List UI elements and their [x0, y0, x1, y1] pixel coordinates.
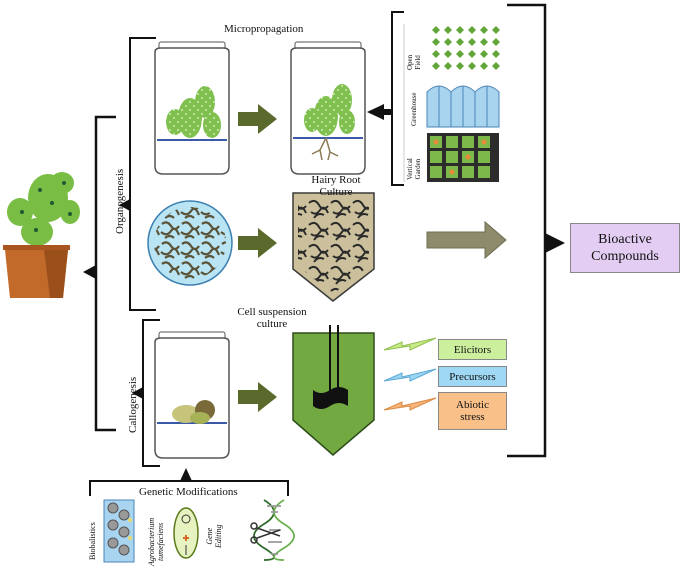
biobalistics-label: Biobalistics — [88, 522, 97, 560]
arrow-to-cultivation — [367, 104, 392, 120]
cultivation-bracket — [391, 11, 404, 186]
arrow-hairy-root — [238, 228, 277, 258]
callogenesis-tip — [132, 387, 143, 399]
callogenesis-label: Callogenesis — [127, 376, 139, 433]
open-field-label: Open Field — [406, 55, 422, 70]
output-bracket-tip — [545, 233, 565, 253]
output-bracket — [507, 3, 547, 458]
greenhouse-label: Greenhouse — [410, 92, 418, 126]
scissors-icon — [250, 522, 281, 544]
treatment-box-elicitors: Elicitors — [438, 339, 507, 360]
micropropagation-label: Micropropagation — [224, 23, 304, 35]
vertical-garden-label-line2: Garden — [414, 158, 422, 180]
jar-icon — [154, 41, 230, 175]
dna-icon — [253, 499, 295, 561]
open-field-label-line2: Field — [414, 55, 422, 70]
jar-icon — [290, 41, 366, 175]
hairy-root-label: Hairy Root Culture — [281, 174, 391, 198]
hairy-root-label-line1: Hairy Root — [311, 174, 361, 186]
main-bracket — [94, 115, 116, 432]
agrobacterium-label-line1: Agrobacterium — [147, 517, 156, 566]
gene-gun-icon — [103, 499, 135, 563]
open-field-label-line1: Open — [406, 54, 414, 70]
cell-suspension-label-line1: Cell suspension — [237, 306, 307, 318]
greenhouse-icon — [426, 85, 500, 128]
vertical-garden-label-line1: Vertical — [406, 158, 414, 180]
organogenesis-tip — [119, 199, 130, 211]
organogenesis-bracket — [129, 37, 156, 311]
treatment-label-abiotic-stress: Abiotic stress — [456, 399, 489, 423]
treatment-label-precursors: Precursors — [449, 370, 496, 383]
genetic-tip — [180, 468, 192, 481]
vertical-garden-label: Vertical Garden — [406, 158, 422, 180]
vertical-garden-icon — [427, 133, 499, 182]
cell-suspension-label: Cell suspension culture — [212, 306, 332, 330]
treatment-box-abiotic-stress: Abiotic stress — [438, 392, 507, 430]
jar-icon — [154, 331, 230, 459]
agrobacterium-icon — [173, 507, 199, 559]
bracket-tip — [83, 265, 96, 279]
hairy-root-label-line2: Culture — [319, 186, 353, 198]
cactus-icon — [3, 172, 80, 298]
open-field-icon — [427, 24, 500, 73]
bioactive-compounds-box: Bioactive Compounds — [570, 223, 680, 273]
hairy-root-container-icon — [292, 192, 375, 302]
treatment-label-elicitors: Elicitors — [453, 343, 492, 356]
agrobacterium-label-line2: tumefaciens — [156, 522, 165, 562]
organogenesis-label: Organogenesis — [114, 168, 126, 234]
arrow-micropropagation — [238, 104, 277, 134]
petri-dish-icon — [147, 200, 233, 286]
bioactive-label-line1: Bioactive — [598, 232, 652, 247]
gene-editing-label: Gene Editing — [205, 524, 223, 548]
gene-editing-label-line1: Gene — [205, 527, 214, 545]
lightning-icon — [383, 337, 437, 411]
gene-editing-label-line2: Editing — [214, 524, 223, 548]
genetic-modifications-label: Genetic Modifications — [139, 486, 238, 498]
agrobacterium-label: Agrobacterium tumefaciens — [147, 518, 165, 566]
bioreactor-icon — [292, 325, 375, 456]
cell-suspension-label-line2: culture — [256, 318, 288, 330]
treatment-box-precursors: Precursors — [438, 366, 507, 387]
arrow-cell-suspension — [238, 382, 277, 412]
bioactive-label-line2: Compounds — [591, 249, 659, 264]
arrow-output — [426, 220, 507, 260]
